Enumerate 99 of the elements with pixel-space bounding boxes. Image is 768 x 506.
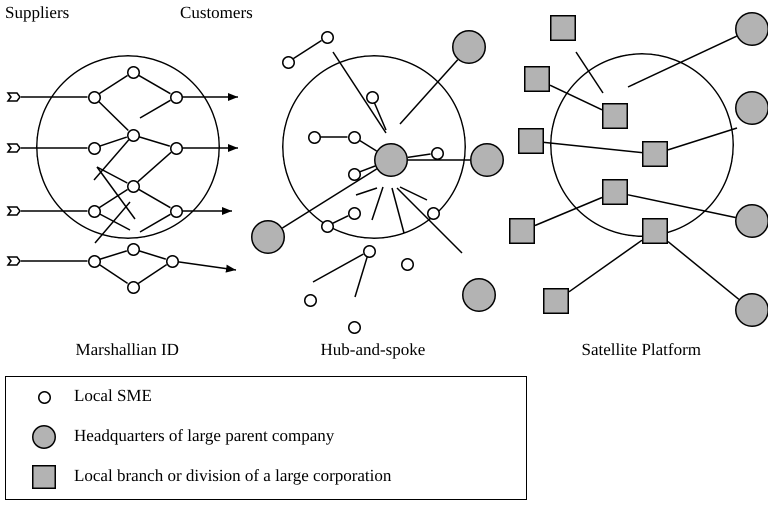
circle-node (374, 143, 408, 177)
connector-line (138, 136, 170, 147)
connector-line (668, 241, 740, 300)
circle-node (308, 130, 320, 144)
circle-node (170, 204, 182, 218)
boundary-circle (550, 53, 734, 237)
connector-line (140, 214, 171, 233)
circle-node (126, 242, 140, 256)
circle-node (126, 280, 140, 294)
connector-line (320, 136, 348, 138)
boundary-circle (36, 55, 220, 239)
arrow (182, 144, 238, 152)
circle-node (462, 278, 496, 312)
connector-line (628, 194, 736, 218)
connector-line (550, 84, 602, 110)
circle-node (304, 294, 316, 306)
circle-node (320, 30, 334, 44)
legend-text: Local SME (74, 386, 152, 406)
connector-line (99, 74, 128, 94)
boundary-circle (282, 55, 466, 239)
connector-line (21, 96, 88, 98)
square-node (550, 15, 576, 41)
connector-line (332, 215, 348, 224)
column-heading: Suppliers (5, 3, 70, 23)
square-node (602, 179, 628, 205)
circle-node (88, 254, 100, 268)
connector-line (293, 40, 322, 60)
square-node (543, 288, 569, 314)
circle-node (88, 142, 100, 154)
connector-line (408, 159, 470, 161)
connector-line (99, 188, 128, 208)
connector-line (99, 213, 130, 231)
connector-line (568, 240, 642, 292)
diagram-caption: Satellite Platform (582, 340, 701, 360)
legend-text: Headquarters of large parent company (74, 426, 334, 446)
circle-node (282, 56, 294, 68)
connector-line (138, 188, 171, 208)
circle-node (348, 130, 360, 144)
circle-node (126, 180, 140, 192)
chevron-node (7, 204, 21, 218)
arrow (182, 207, 232, 215)
connector-line (408, 153, 431, 158)
connector-line (282, 168, 377, 229)
legend-text: Local branch or division of a large corporation (74, 466, 392, 486)
arrow (178, 261, 236, 273)
circle-node (348, 168, 360, 180)
chevron-node (7, 254, 21, 268)
circle-node (88, 90, 100, 104)
circle-node (452, 30, 486, 64)
connector-line (312, 253, 364, 283)
connector-line (96, 166, 128, 184)
connector-line (137, 152, 172, 182)
circle-node (362, 244, 376, 258)
connector-line (138, 74, 171, 94)
connector-line (100, 136, 128, 147)
circle-node (251, 220, 285, 254)
circle-node (88, 204, 100, 218)
circle-node (430, 146, 444, 160)
circle-node (400, 258, 414, 270)
connector-line (668, 127, 738, 151)
connector-line (138, 250, 166, 260)
connector-line (93, 139, 130, 180)
connector-line (21, 260, 88, 262)
circle-node (126, 66, 140, 78)
circle-node (348, 320, 360, 334)
square-node (524, 66, 550, 92)
circle-node (170, 142, 182, 154)
connector-line (100, 250, 128, 260)
connector-line (359, 140, 377, 152)
connector-line (628, 36, 737, 88)
square-node (509, 218, 535, 244)
column-heading: Customers (180, 3, 253, 23)
square-node (602, 103, 628, 129)
circle-node (366, 90, 378, 104)
circle-node (170, 90, 182, 104)
circle-node (126, 128, 140, 142)
circle-node (348, 206, 360, 220)
connector-line (98, 100, 129, 132)
connector-line (360, 165, 376, 172)
circle-node (166, 254, 178, 268)
chevron-node (7, 141, 21, 155)
connector-line (21, 210, 88, 212)
square-node (642, 141, 668, 167)
square-node (518, 128, 544, 154)
connector-line (140, 100, 171, 119)
connector-line (138, 264, 168, 284)
circle-node (320, 220, 334, 232)
arrow (182, 93, 238, 101)
square-node (642, 218, 668, 244)
connector-line (534, 196, 602, 226)
connector-line (374, 102, 387, 130)
chevron-node (7, 90, 21, 104)
connector-line (98, 264, 128, 284)
connector-line (354, 256, 368, 298)
circle-node (470, 143, 504, 177)
connector-line (399, 59, 458, 124)
diagram-caption: Hub-and-spoke (320, 340, 426, 360)
connector-line (21, 147, 88, 149)
diagram-caption: Marshallian ID (76, 340, 179, 360)
